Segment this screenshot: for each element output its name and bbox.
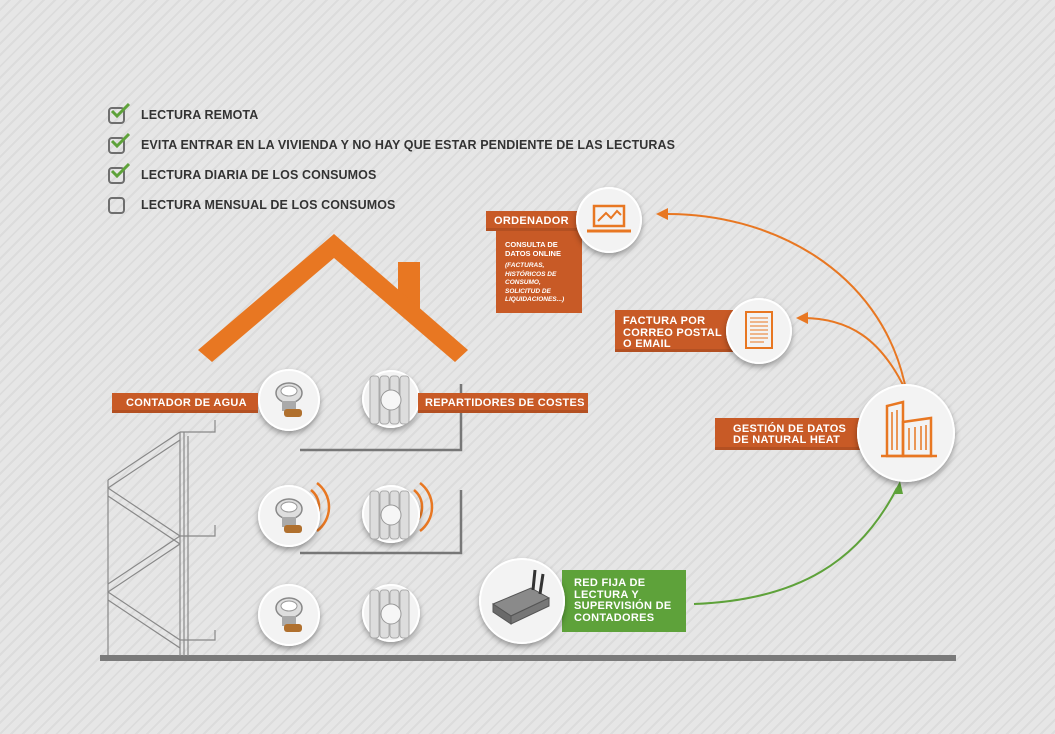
water-meter-circle: [258, 369, 320, 431]
data-management-circle: [857, 384, 955, 482]
fixed-network-label-line: CONTADORES: [574, 611, 655, 624]
fixed-network-label-line: RED FIJA DE: [574, 577, 646, 589]
checklist-label: LECTURA MENSUAL DE LOS CONSUMOS: [141, 198, 396, 212]
radiator-circle: [362, 370, 420, 428]
water-meter-circle: [258, 485, 320, 547]
water-meter-circle: [258, 584, 320, 646]
arrow-head-icon: [656, 208, 668, 220]
data-management-label-line: GESTIÓN DE DATOS: [733, 423, 847, 435]
online-data-detail: (FACTURAS, HISTÓRICOS DE CONSUMO, SOLICI…: [505, 262, 565, 303]
gateway-device-icon: [491, 569, 551, 625]
checkbox-unchecked: [108, 196, 125, 214]
arrow-head-icon: [893, 481, 903, 494]
radiator-circle: [362, 485, 420, 543]
checkbox-checked: [108, 132, 131, 154]
water-meter-icon: [275, 597, 303, 632]
invoice-label-line: O EMAIL: [623, 338, 671, 350]
ground-line: [100, 655, 956, 661]
document-icon: [745, 311, 773, 349]
radiator-allocator-icon: [369, 589, 410, 639]
online-data-title: CONSULTA DE DATOS ONLINE: [505, 240, 561, 258]
roof-icon: [198, 234, 468, 362]
cost-allocator-label: REPARTIDORES DE COSTES: [418, 393, 588, 413]
laptop-chart-icon: [587, 204, 631, 233]
checkbox-checked: [108, 162, 131, 184]
check-mark-icon: [110, 102, 131, 118]
water-meter-icon: [275, 498, 303, 533]
invoice-label-line: CORREO POSTAL: [623, 326, 723, 339]
checklist-item-no-entry: EVITA ENTRAR EN LA VIVIENDA Y NO HAY QUE…: [108, 132, 676, 157]
data-management-label-line: DE NATURAL HEAT: [733, 434, 841, 446]
invoice-label-line: FACTURA POR: [623, 315, 706, 327]
invoice-label: FACTURA POR CORREO POSTAL O EMAIL: [615, 310, 733, 352]
gateway-circle: [479, 558, 565, 644]
water-meter-label: CONTADOR DE AGUA: [112, 393, 258, 413]
check-mark-icon: [110, 162, 131, 178]
checklist-label: EVITA ENTRAR EN LA VIVIENDA Y NO HAY QUE…: [141, 138, 676, 152]
building-icon: [881, 400, 937, 458]
checklist-label: LECTURA REMOTA: [141, 108, 259, 122]
fixed-network-label-line: SUPERVISIÓN DE: [574, 600, 672, 612]
computer-label: ORDENADOR: [486, 211, 578, 231]
checklist-label: LECTURA DIARIA DE LOS CONSUMOS: [141, 168, 377, 182]
fixed-network-label: RED FIJA DE LECTURA Y SUPERVISIÓN DE CON…: [562, 570, 686, 632]
check-mark-icon: [110, 132, 131, 148]
flow-arrows: [656, 208, 906, 605]
checklist-item-remote-reading: LECTURA REMOTA: [108, 102, 259, 127]
computer-circle: [576, 187, 642, 253]
staircase-icon: [107, 420, 216, 656]
arrow-head-icon: [796, 312, 808, 324]
data-management-label: GESTIÓN DE DATOS DE NATURAL HEAT: [715, 418, 863, 450]
radiator-circle: [362, 584, 420, 642]
fixed-network-label-line: LECTURA Y: [574, 588, 640, 601]
radiator-allocator-icon: [369, 375, 410, 425]
invoice-circle: [726, 298, 792, 364]
checklist-item-daily-reading: LECTURA DIARIA DE LOS CONSUMOS: [108, 162, 377, 187]
checklist-item-monthly-reading: LECTURA MENSUAL DE LOS CONSUMOS: [108, 193, 396, 217]
radiator-allocator-icon: [369, 490, 410, 540]
checkbox-checked: [108, 102, 131, 124]
online-data-box: CONSULTA DE DATOS ONLINE (FACTURAS, HIST…: [496, 231, 582, 313]
water-meter-icon: [275, 382, 303, 417]
